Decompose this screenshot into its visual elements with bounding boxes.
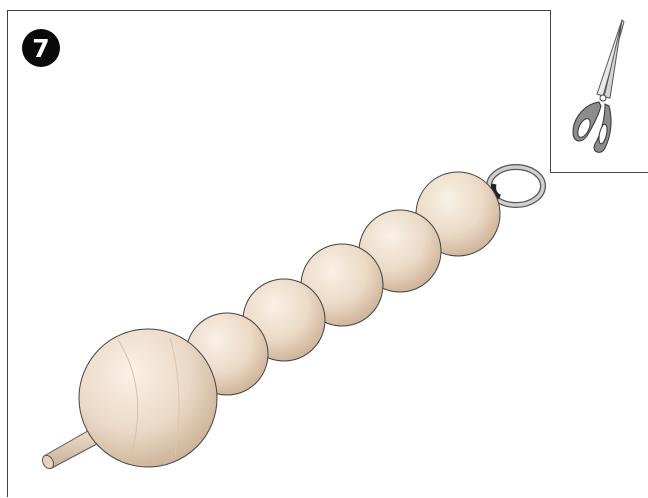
tool-panel xyxy=(550,10,648,173)
scissors-icon xyxy=(551,10,648,173)
large-bead xyxy=(79,329,217,467)
